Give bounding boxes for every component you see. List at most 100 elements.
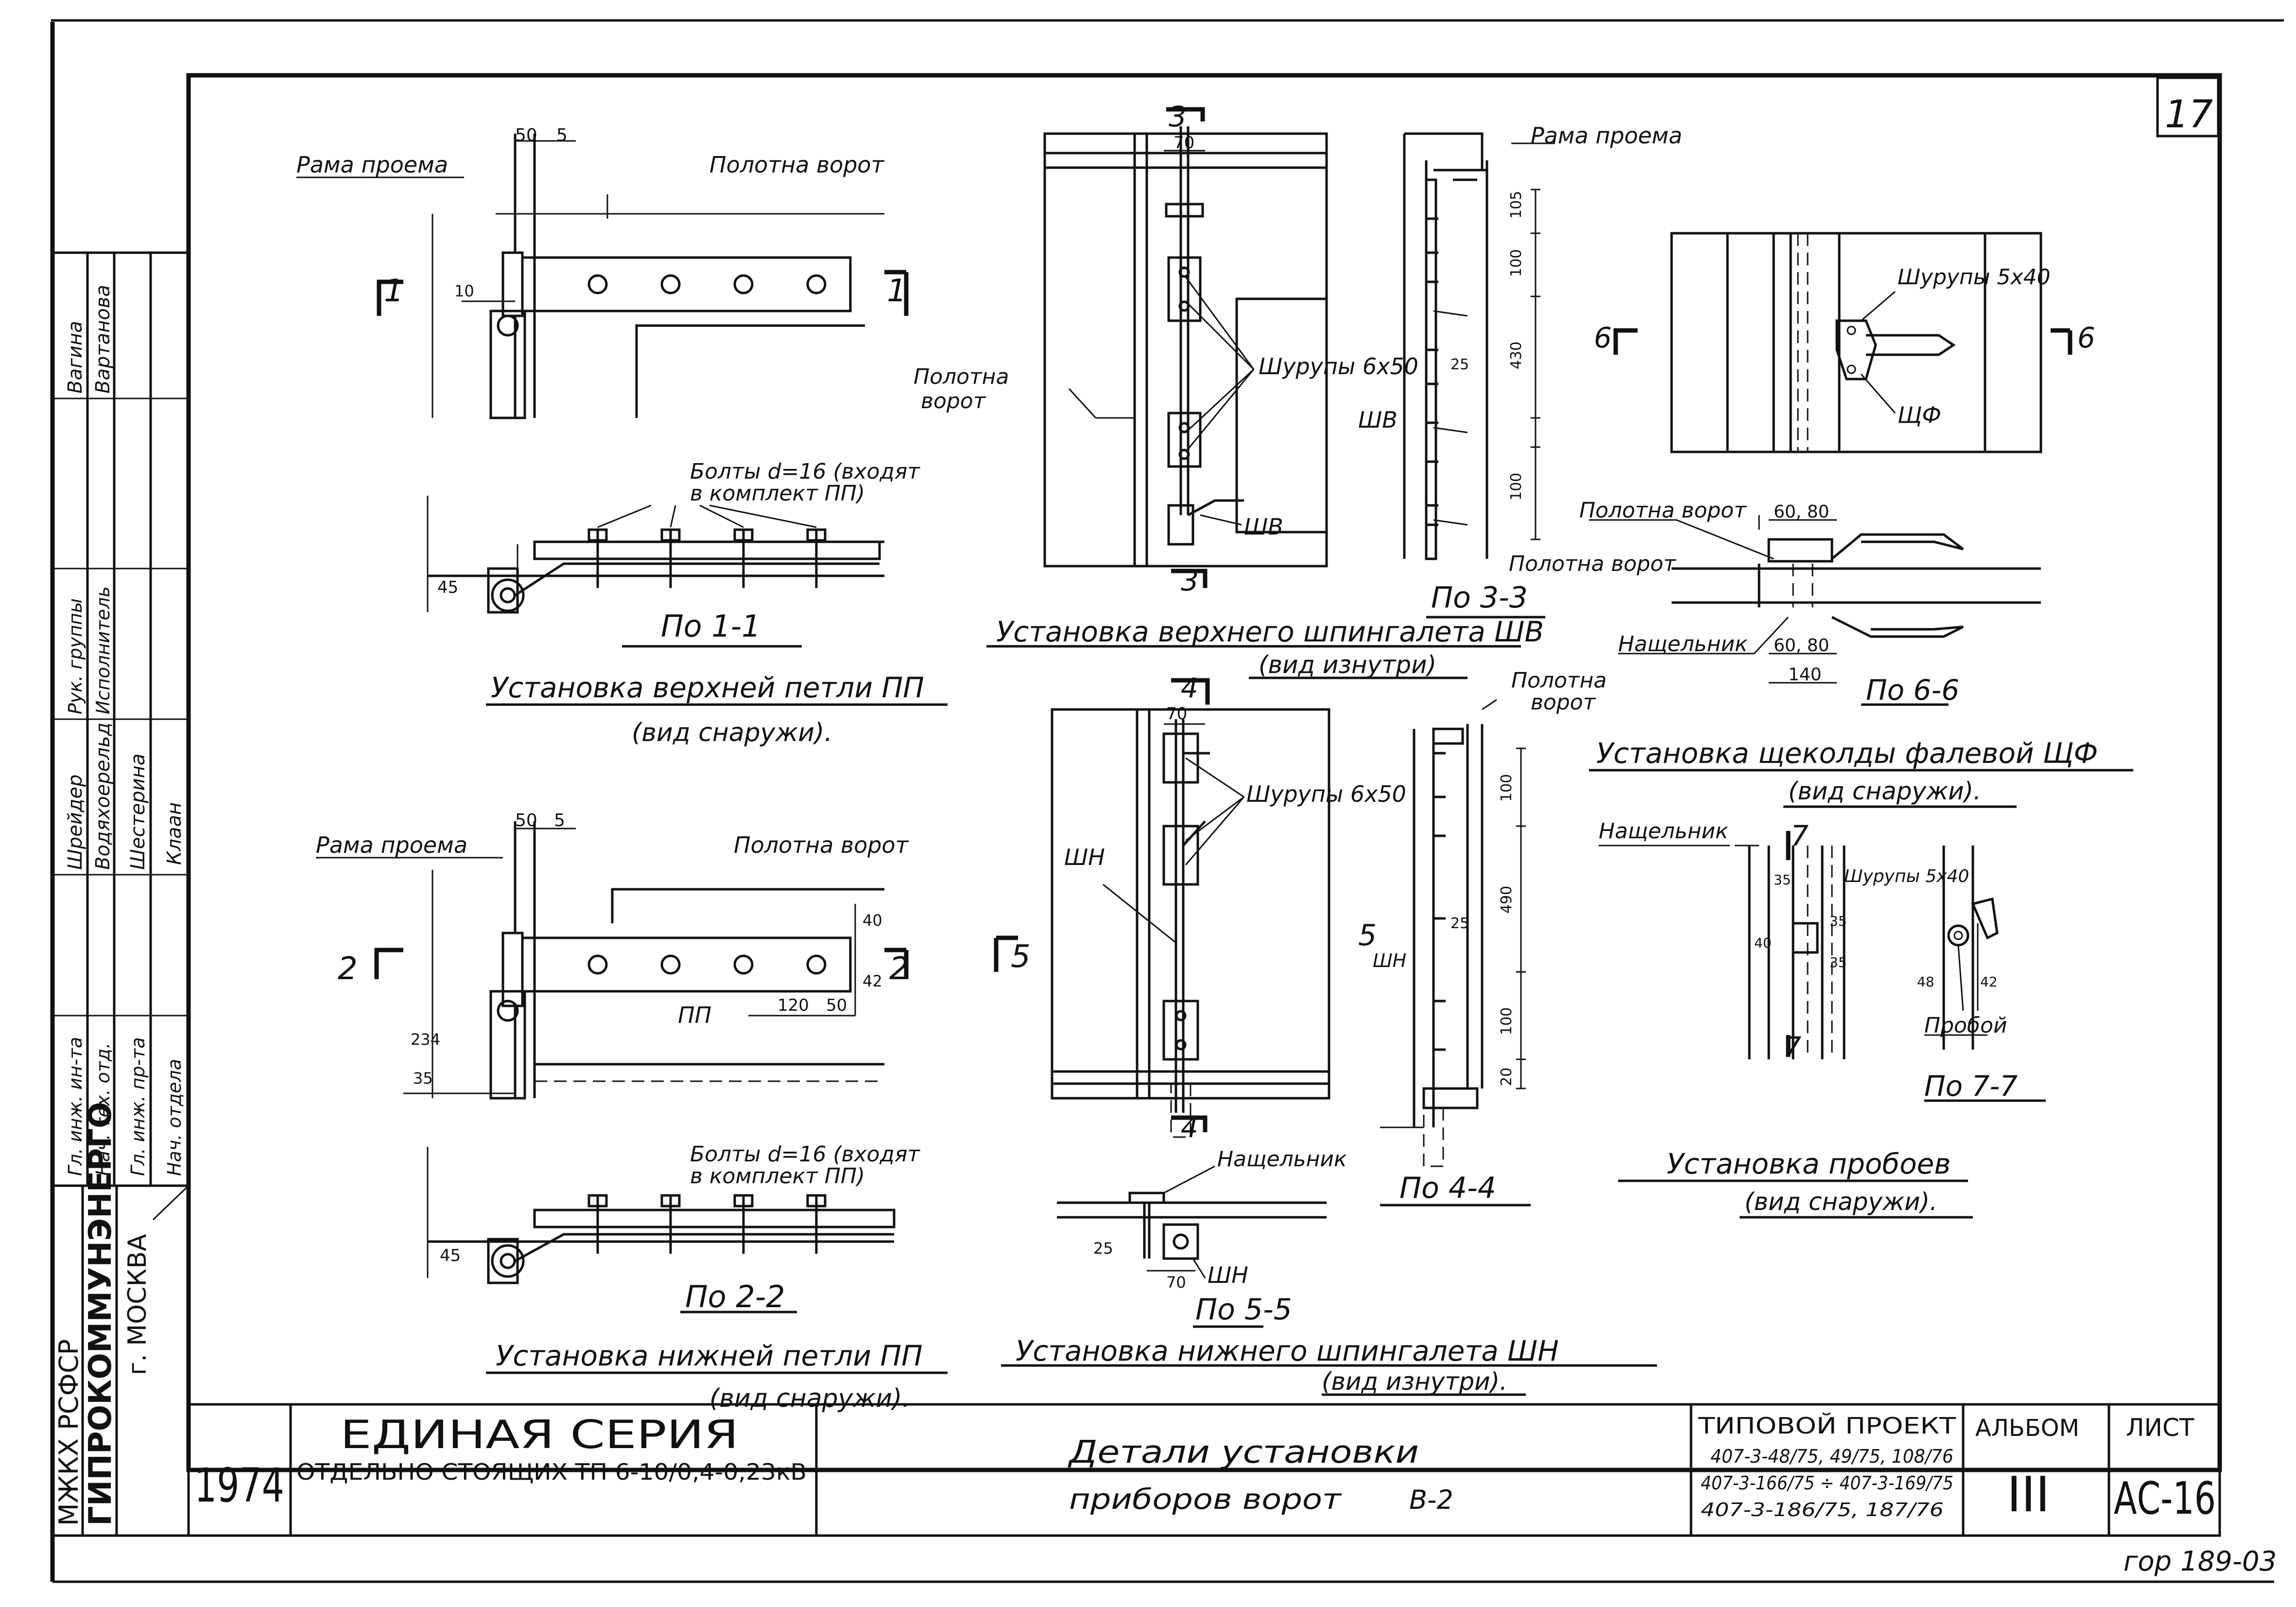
tb-album-header: АЛЬБОМ bbox=[1975, 1415, 2079, 1442]
shn-dim-top: 70 bbox=[1166, 704, 1187, 724]
view-latch bbox=[1589, 232, 2133, 808]
stamp-org-2: ГИПРОКОММУНЭНЕРГО bbox=[83, 1102, 119, 1526]
prob-dim-48: 48 bbox=[1917, 974, 1934, 990]
s33-dim-430: 430 bbox=[1508, 342, 1525, 369]
s44-dim-25: 25 bbox=[1450, 915, 1469, 932]
shf-strip-label: Нащельник bbox=[1618, 632, 1748, 657]
v22-dim-42: 42 bbox=[863, 972, 882, 990]
tb-year: 1974 bbox=[194, 1458, 284, 1513]
s44-dim-100b: 100 bbox=[1498, 1007, 1515, 1035]
shv-marker-top: 3 bbox=[1169, 100, 1187, 133]
prob-dim-42: 42 bbox=[1980, 974, 1998, 990]
title-block bbox=[187, 1403, 2221, 1537]
shv-dim-top: 70 bbox=[1174, 133, 1194, 153]
tb-sheet-value: АС-16 bbox=[2114, 1472, 2216, 1524]
v22-dim-5: 5 bbox=[554, 811, 565, 830]
shf-section-title: По 6-6 bbox=[1866, 674, 1959, 707]
s33-dim-25: 25 bbox=[1450, 356, 1469, 373]
prob-dim-40: 40 bbox=[1754, 935, 1772, 951]
prob-section-title: По 7-7 bbox=[1924, 1070, 2018, 1103]
shn-dim-70: 70 bbox=[1166, 1273, 1186, 1292]
shv-marker-bottom: 3 bbox=[1181, 564, 1199, 597]
shn-bolt-label-2: ШН bbox=[1208, 1262, 1248, 1288]
shn-section-title: По 5-5 bbox=[1195, 1293, 1292, 1327]
prob-marker-top: 7 bbox=[1791, 819, 1809, 852]
prob-dim-35c: 35 bbox=[1830, 954, 1847, 970]
shn-subtitle: (вид изнутри). bbox=[1322, 1367, 1507, 1396]
stamp-name-2: Водяхоерельд bbox=[92, 723, 114, 870]
shn-strip-label: Нащельник bbox=[1217, 1147, 1347, 1172]
s33-dim-105: 105 bbox=[1508, 191, 1525, 219]
shf-screws: Шурупы 5х40 bbox=[1898, 265, 2051, 290]
v11-bolts-note-1: Болты d=16 (входят bbox=[690, 459, 920, 484]
stamp-role-3: Гл. инж. пр-та bbox=[127, 1037, 149, 1176]
s44-dim-100a: 100 bbox=[1498, 774, 1515, 802]
shf-dims-top: 60, 80 bbox=[1774, 502, 1830, 522]
v22-bolts-note-2: в комплект ПП) bbox=[690, 1164, 865, 1189]
prob-title: Установка пробоев bbox=[1667, 1147, 1951, 1180]
v22-dim-40: 40 bbox=[863, 911, 882, 930]
s33-frame-label: Рама проема bbox=[1531, 122, 1682, 149]
v11-leaf-label: Полотна ворот bbox=[709, 152, 885, 178]
v11-dim-50: 50 bbox=[515, 125, 537, 145]
stamp-name-6: Вартанова bbox=[92, 285, 114, 394]
stamp-role-2: Нач. тех. отд. bbox=[92, 1043, 114, 1176]
s33-dim-100b: 100 bbox=[1508, 473, 1525, 501]
v22-dim-bottom: 45 bbox=[440, 1246, 461, 1265]
stamp-role-1: Гл. инж. ин-та bbox=[65, 1037, 86, 1176]
v22-bolts-note-1: Болты d=16 (входят bbox=[690, 1142, 920, 1167]
stamp-role-6: Исполнитель bbox=[92, 587, 114, 714]
tb-album-value: III bbox=[2007, 1466, 2050, 1523]
shf-dim-140: 140 bbox=[1788, 665, 1822, 685]
stamp-name-4: Клаан bbox=[163, 802, 186, 865]
tb-project-line-2: 407-3-166/75 ÷ 407-3-169/75 bbox=[1701, 1472, 1953, 1494]
shv-title: Установка верхнего шпингалета ШВ bbox=[996, 615, 1544, 648]
shf-marker-right: 6 bbox=[2077, 321, 2095, 354]
shv-leaf-label-1: Полотна bbox=[914, 364, 1009, 389]
shf-subtitle: (вид снаружи). bbox=[1788, 777, 1981, 805]
v11-dim-10: 10 bbox=[454, 282, 474, 300]
view-upper-hinge bbox=[377, 134, 948, 706]
s44-dim-490: 490 bbox=[1498, 886, 1515, 914]
v22-dim-50b: 50 bbox=[826, 996, 847, 1015]
tb-drawing-title-2: приборов ворот bbox=[1069, 1483, 1343, 1516]
side-stamp bbox=[51, 251, 190, 1537]
shf-dims-bot: 60, 80 bbox=[1774, 636, 1830, 656]
shv-screws: Шурупы 6х50 bbox=[1259, 353, 1418, 380]
view-section-4-4 bbox=[1380, 699, 1531, 1207]
v22-dim-120: 120 bbox=[777, 996, 809, 1015]
v11-dim-5: 5 bbox=[556, 125, 568, 145]
v22-section-title: По 2-2 bbox=[685, 1279, 785, 1314]
s44-leaf-label-1: Полотна bbox=[1511, 668, 1606, 693]
shf-latch-label: ЩФ bbox=[1898, 402, 1941, 428]
tb-drawing-title-1: Детали установки bbox=[1068, 1434, 1419, 1470]
prob-dim-35a: 35 bbox=[1774, 872, 1791, 888]
tb-drawing-code: В-2 bbox=[1409, 1485, 1453, 1515]
v22-subtitle: (вид снаружи). bbox=[709, 1384, 910, 1413]
shn-screws: Шурупы 6х50 bbox=[1246, 781, 1406, 807]
shv-leaf-label-2: ворот bbox=[921, 389, 986, 414]
s44-dim-20: 20 bbox=[1498, 1068, 1515, 1086]
v11-frame-label: Рама проема bbox=[296, 152, 448, 178]
shf-leaf-label: Полотна ворот bbox=[1579, 498, 1747, 523]
view-staples bbox=[1599, 831, 2046, 1219]
stamp-name-3: Шестерина bbox=[127, 754, 149, 870]
prob-dim-35b: 35 bbox=[1830, 913, 1847, 929]
v22-dim-50: 50 bbox=[515, 811, 537, 830]
s33-dim-100a: 100 bbox=[1508, 249, 1525, 277]
shv-subtitle: (вид изнутри) bbox=[1259, 651, 1436, 679]
view-lower-bolt bbox=[994, 678, 1657, 1396]
stamp-org-3: г. МОСКВА bbox=[123, 1234, 152, 1375]
shn-marker-top: 4 bbox=[1181, 673, 1198, 704]
tb-project-header: ТИПОВОЙ ПРОЕКТ bbox=[1698, 1413, 1956, 1439]
shn-title: Установка нижнего шпингалета ШН bbox=[1016, 1334, 1559, 1367]
prob-marker-bottom: 7 bbox=[1783, 1031, 1801, 1064]
prob-screws: Шурупы 5х40 bbox=[1844, 866, 1969, 886]
v11-dim-bottom: 45 bbox=[437, 578, 458, 597]
v22-title: Установка нижней петли ПП bbox=[496, 1339, 923, 1372]
v11-section-title: По 1-1 bbox=[661, 608, 761, 644]
s44-marker-sub: ШН bbox=[1373, 950, 1406, 971]
v22-dim-35: 35 bbox=[413, 1069, 433, 1088]
v11-title: Установка верхней петли ПП bbox=[491, 671, 924, 704]
